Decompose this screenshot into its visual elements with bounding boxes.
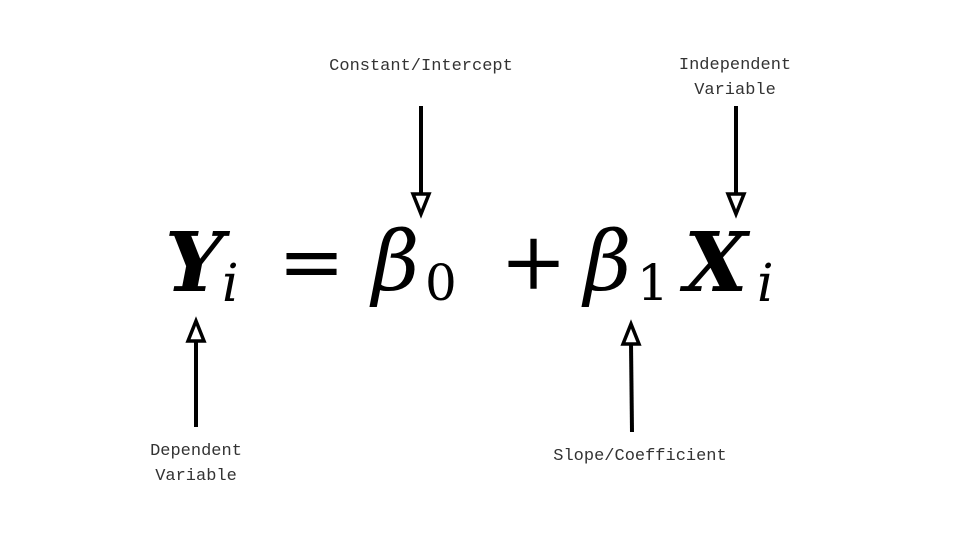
- equals-sign: =: [278, 215, 346, 308]
- dependent-symbol: Y: [165, 215, 224, 311]
- dependent-label-line-2: Variable: [155, 467, 237, 486]
- intercept-subscript: 0: [425, 254, 457, 312]
- dependent-subscript: i: [222, 254, 239, 314]
- intercept-label-line-1: Constant/Intercept: [329, 57, 513, 76]
- independent-variable-label: Independent Variable: [655, 53, 815, 103]
- slope-label: Slope/Coefficient: [520, 444, 760, 469]
- independent-label-line-2: Variable: [694, 81, 776, 100]
- slope-symbol: β: [584, 215, 632, 310]
- slope-arrow-icon: [620, 319, 642, 433]
- intercept-label: Constant/Intercept: [300, 54, 542, 79]
- independent-symbol: X: [684, 215, 748, 311]
- slope-label-line-1: Slope/Coefficient: [553, 447, 727, 466]
- independent-label-line-1: Independent: [678, 56, 792, 75]
- intercept-symbol: β: [372, 215, 420, 310]
- slope-subscript: 1: [637, 254, 669, 312]
- independent-arrow-icon: [725, 106, 747, 219]
- intercept-arrow-icon: [410, 106, 432, 219]
- dependent-label-line-1: Dependent: [150, 442, 242, 461]
- dependent-variable-label: Dependent Variable: [116, 439, 276, 489]
- plus-sign: +: [500, 215, 568, 308]
- independent-subscript: i: [757, 254, 774, 314]
- dependent-arrow-icon: [185, 316, 207, 427]
